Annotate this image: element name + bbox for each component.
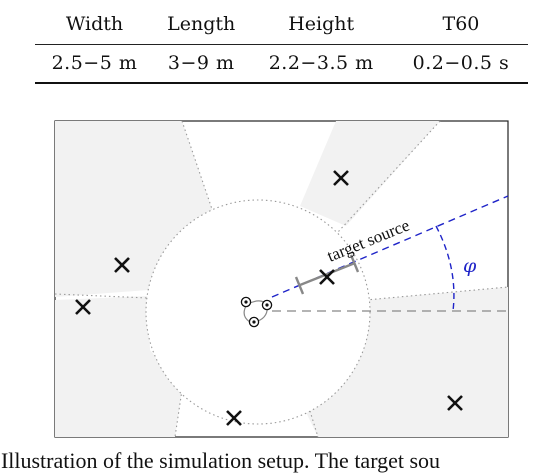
boundary-line	[55, 293, 149, 299]
microphone-icon	[261, 299, 273, 311]
region-bottom-left	[55, 296, 182, 437]
region-top-left	[55, 121, 214, 297]
interferer-marker	[114, 257, 130, 273]
microphone-icon	[240, 296, 252, 308]
header-t60: T60	[393, 0, 528, 45]
header-width: Width	[35, 0, 154, 45]
cell-height: 2.2−3.5 m	[268, 52, 374, 75]
interferer-marker	[75, 299, 91, 315]
header-height: Height	[248, 0, 394, 45]
angle-arc	[435, 225, 455, 312]
cell-t60: 0.2−0.5 s	[412, 52, 510, 75]
parameter-table: Width Length Height T60 2.5−5 m 3−9 m 2.…	[35, 0, 528, 82]
table-bottom-rule	[35, 82, 528, 84]
figure-caption: r: Illustration of the simulation setup.…	[0, 448, 441, 473]
boundary-line	[181, 121, 215, 216]
region-top	[300, 121, 440, 226]
source-exclusion-circle	[145, 199, 371, 425]
target-source-marker	[319, 269, 335, 285]
cell-length: 3−9 m	[167, 52, 235, 75]
cell-width: 2.5−5 m	[51, 52, 138, 75]
boundary-line	[365, 286, 508, 301]
interferer-marker	[226, 410, 242, 426]
microphone-icon	[248, 316, 260, 328]
header-length: Length	[153, 0, 249, 45]
boundary-line	[174, 389, 183, 437]
angle-label: φ	[463, 255, 477, 277]
interferer-marker	[447, 395, 463, 411]
microphone-array	[240, 296, 273, 328]
parameter-table-wrap: Width Length Height T60 2.5−5 m 3−9 m 2.…	[35, 0, 528, 82]
distance-range-bar	[294, 254, 360, 295]
interferer-marker	[333, 170, 349, 186]
table-header-row: Width Length Height T60	[35, 0, 528, 45]
table-row: 2.5−5 m 3−9 m 2.2−3.5 m 0.2−0.5 s	[35, 44, 528, 82]
